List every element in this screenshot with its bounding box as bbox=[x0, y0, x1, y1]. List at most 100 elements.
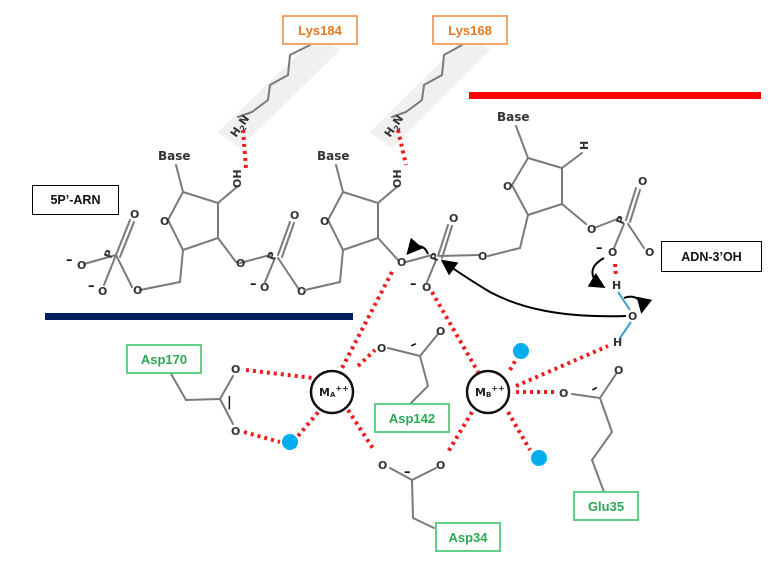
sugar3-ring-o: O bbox=[503, 180, 512, 193]
asp34-chain bbox=[389, 467, 437, 529]
lys168-shadow bbox=[370, 35, 490, 148]
asp170-chain bbox=[169, 371, 234, 425]
lys184-chain bbox=[237, 44, 311, 118]
water-molecule bbox=[531, 450, 547, 466]
label-asp142: Asp142 bbox=[374, 403, 450, 433]
phos1-bonds bbox=[83, 219, 135, 288]
charge: | bbox=[227, 395, 232, 410]
phos2-p: P bbox=[265, 250, 280, 262]
phos4-o-top: O bbox=[638, 175, 647, 188]
metal-b bbox=[465, 369, 511, 415]
label-dna-3oh: ADN-3’OH bbox=[661, 241, 762, 272]
sugar1-ring-o: O bbox=[160, 215, 169, 228]
coord-ma-asp142 bbox=[356, 348, 377, 368]
coord-mb-water-h bbox=[515, 344, 609, 388]
electron-arrow-water bbox=[623, 295, 653, 314]
sugar2-oh: OH bbox=[391, 169, 404, 188]
asp170-o1: O bbox=[231, 363, 240, 376]
phos3-o-leaving: O bbox=[397, 256, 406, 269]
phos2-bonds bbox=[239, 221, 299, 289]
sugar3-bonds bbox=[487, 125, 587, 257]
label-asp170: Asp170 bbox=[126, 344, 202, 374]
water-o: O bbox=[628, 310, 637, 323]
sugar2-base: Base bbox=[317, 149, 350, 163]
asp142-o2: O bbox=[436, 325, 445, 338]
phos1-o-ester: O bbox=[133, 284, 142, 297]
phos2-o-bottom: O bbox=[260, 281, 269, 294]
sugar2-bonds bbox=[304, 164, 399, 291]
sugar3-base: Base bbox=[497, 110, 530, 124]
water-bond-bottom bbox=[619, 321, 632, 339]
coord-ma-water bbox=[296, 408, 322, 438]
phos2-o-ester: O bbox=[297, 285, 306, 298]
dna-strand-bar bbox=[469, 92, 761, 99]
electron-arrow-leaving bbox=[406, 237, 429, 256]
phos4-o-3: O bbox=[587, 223, 596, 236]
water-molecule bbox=[282, 434, 298, 450]
metal-a bbox=[309, 369, 355, 415]
sugar3-h: H bbox=[578, 141, 591, 150]
phos4-o-ester: O bbox=[645, 246, 654, 259]
hbond-lys168-oh bbox=[396, 129, 408, 166]
label-rna-5p: 5P’-ARN bbox=[32, 185, 119, 215]
lys168-chain bbox=[391, 44, 463, 118]
sugar1-base: Base bbox=[158, 149, 191, 163]
phos4-o-bottom: O bbox=[608, 246, 617, 259]
sugar1-ring bbox=[166, 190, 219, 252]
phos3-p: P bbox=[428, 251, 443, 263]
phos3-bonds bbox=[405, 224, 479, 283]
label-lys168: Lys168 bbox=[432, 15, 508, 45]
charge: – bbox=[588, 381, 601, 397]
phos4-bonds bbox=[593, 187, 645, 249]
glu35-o1: O bbox=[559, 387, 568, 400]
water-h-top: H bbox=[612, 279, 621, 292]
coord-mb-scissile-o bbox=[430, 291, 480, 373]
coord-ma-asp34 bbox=[346, 408, 376, 452]
coord-ma-asp170-o1 bbox=[245, 368, 314, 380]
sugar1-oh: OH bbox=[231, 169, 244, 188]
asp142-o1: O bbox=[377, 342, 386, 355]
label-asp34: Asp34 bbox=[435, 522, 501, 552]
phos1-o-bottom: O bbox=[98, 285, 107, 298]
phos2-o-top: O bbox=[290, 209, 299, 222]
lys184-shadow bbox=[218, 35, 340, 148]
asp34-o1: O bbox=[378, 459, 387, 472]
asp170-o2: O bbox=[231, 425, 240, 438]
nucleophilic-attack-arrow bbox=[440, 259, 627, 318]
coord-ma-leaving-o bbox=[339, 271, 394, 371]
sugar1-bonds bbox=[139, 164, 239, 291]
charge: – bbox=[88, 279, 95, 294]
charge: – bbox=[407, 337, 419, 353]
asp142-chain bbox=[387, 333, 439, 405]
phos3-o-ester: O bbox=[478, 250, 487, 263]
phos3-o-bottom: O bbox=[422, 281, 431, 294]
asp34-o2: O bbox=[436, 459, 445, 472]
phos1-o-top: O bbox=[130, 208, 139, 221]
coord-mb-water-top bbox=[508, 355, 520, 371]
charge: – bbox=[250, 277, 257, 292]
sugar3-ring bbox=[510, 156, 563, 217]
coord-mb-asp34 bbox=[446, 410, 474, 454]
phos3-o-top: O bbox=[449, 212, 458, 225]
label-glu35: Glu35 bbox=[573, 491, 639, 521]
charge: – bbox=[596, 241, 603, 256]
charge: – bbox=[66, 253, 73, 268]
phos1-o-left: O bbox=[77, 259, 86, 272]
electron-arrow-base bbox=[587, 257, 606, 289]
water-molecule bbox=[513, 343, 529, 359]
charge: – bbox=[410, 277, 417, 292]
sugar2-ring bbox=[326, 190, 379, 252]
coord-asp170-o2-water bbox=[243, 430, 281, 444]
charge: – bbox=[404, 465, 411, 480]
glu35-chain bbox=[571, 373, 617, 493]
label-lys184: Lys184 bbox=[282, 15, 358, 45]
coord-mb-water-bottom bbox=[506, 410, 532, 452]
rna-strand-bar bbox=[45, 313, 353, 320]
glu35-o2: O bbox=[614, 364, 623, 377]
sugar2-ring-o: O bbox=[320, 215, 329, 228]
water-bond-top bbox=[617, 291, 631, 311]
water-h-bottom: H bbox=[613, 336, 622, 349]
phos2-o-3: O bbox=[236, 257, 245, 270]
